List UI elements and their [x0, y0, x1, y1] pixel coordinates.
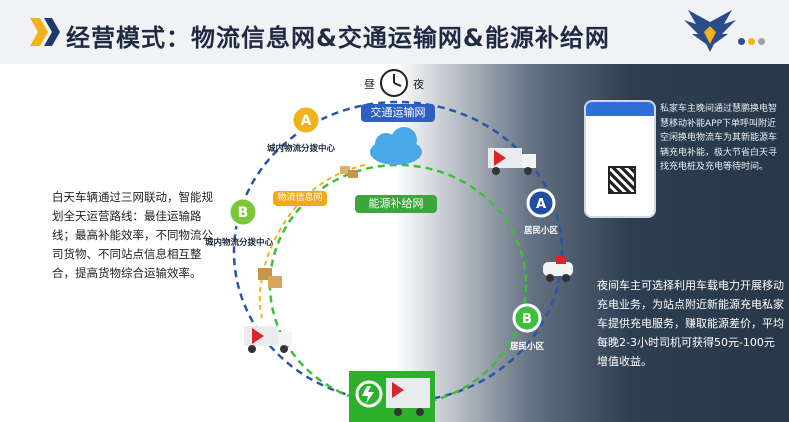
page-dots: [738, 30, 768, 49]
truck-icon: [244, 326, 292, 353]
clock-icon: [380, 69, 408, 97]
info-network-tag: 物流信息网: [273, 191, 327, 206]
eagle-logo-icon: [684, 10, 736, 52]
chevron-icon: [30, 18, 60, 46]
package-icon: [340, 166, 358, 178]
day-label: 昼: [364, 78, 375, 91]
truck-icon: [488, 148, 536, 175]
traffic-network-tag: 交通运输网: [361, 104, 435, 122]
night-app-description: 私家车主晚间通过慧鹏换电智慧移动补能APP下单呼叫附近空闲换电物流车为其新能源车…: [660, 104, 778, 172]
location-pin-icon: A: [526, 188, 556, 218]
dot: [738, 38, 745, 45]
qr-code-icon: [608, 166, 636, 194]
center-a-label: 城内物流分拨中心: [267, 144, 336, 154]
night-label: 夜: [413, 78, 424, 91]
energy-network-tag: 能源补给网: [355, 195, 437, 213]
resident-b-label: 居民小区: [510, 342, 545, 352]
dot: [748, 38, 755, 45]
svg-text:B: B: [522, 312, 532, 327]
header-bar: 经营模式：物流信息网&交通运输网&能源补给网: [0, 0, 789, 64]
page-title: 经营模式：物流信息网&交通运输网&能源补给网: [66, 24, 610, 52]
location-pin-icon: B: [227, 196, 259, 228]
charging-station-icon: [349, 371, 435, 422]
package-icon: [258, 268, 282, 288]
info-path: [258, 164, 366, 319]
dot: [758, 38, 765, 45]
svg-text:B: B: [238, 205, 249, 221]
location-pin-icon: B: [512, 303, 542, 333]
center-b-label: 城内物流分拨中心: [205, 238, 274, 248]
phone-app-icon: [584, 100, 656, 218]
svg-text:A: A: [301, 113, 312, 129]
cloud-icon: [370, 127, 422, 165]
phone-app-header: [586, 102, 654, 116]
car-icon: [543, 256, 573, 282]
day-description: 白天车辆通过三网联动，智能规划全天运营路线：最佳运输路线；最高补能效率，不同物流…: [52, 190, 213, 280]
location-pin-icon: A: [290, 104, 322, 136]
night-description: 夜间车主可选择利用车载电力开展移动充电业务，为站点附近新能源充电私家车提供充电服…: [597, 279, 784, 368]
resident-a-label: 居民小区: [524, 226, 559, 236]
svg-text:A: A: [536, 197, 546, 212]
